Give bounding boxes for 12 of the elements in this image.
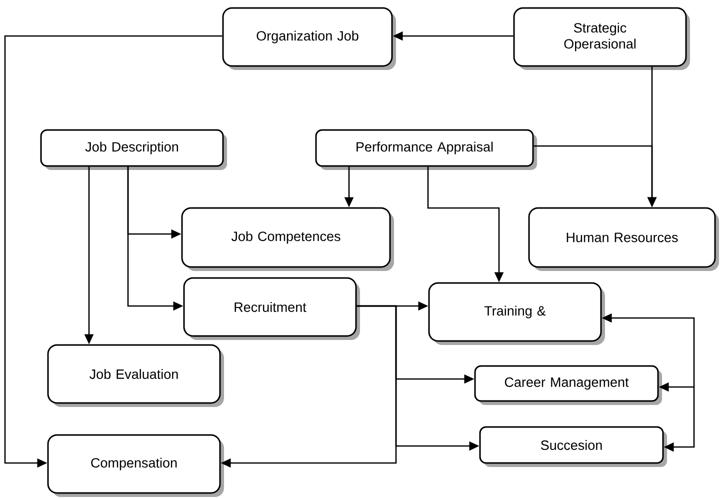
process-box: Organization Job (222, 7, 396, 70)
process-box: Training & (428, 282, 605, 345)
process-box: Strategic Operasional (513, 7, 690, 70)
process-box: Career Management (474, 365, 662, 405)
process-box: Performance Appraisal (315, 129, 537, 170)
process-box: Job Competences (181, 207, 394, 271)
process-box: Compensation (47, 434, 224, 497)
process-box: Human Resources (528, 207, 719, 271)
process-box: Job Description (40, 129, 227, 170)
process-box: Recruitment (183, 277, 360, 340)
process-box: Succesion (479, 426, 667, 467)
process-box: Job Evaluation (47, 344, 224, 407)
